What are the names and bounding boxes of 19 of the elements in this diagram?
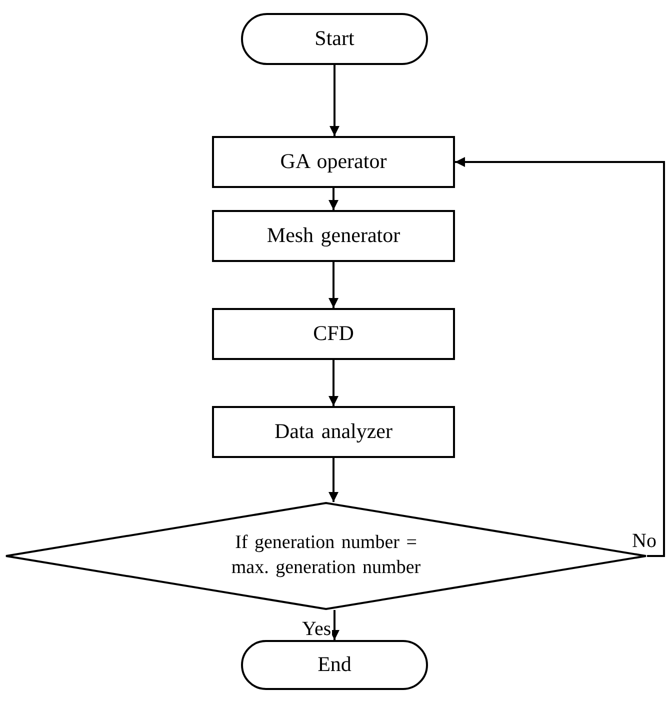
terminal-box (241, 640, 428, 690)
process-box (212, 406, 455, 458)
arrow (328, 188, 338, 210)
arrow (328, 458, 338, 502)
arrow (330, 65, 340, 136)
terminal-box (241, 13, 428, 65)
process-box (212, 210, 455, 262)
node-label: If generation number = max. generation number (230, 531, 422, 580)
node-label: Mesh generator (266, 222, 400, 250)
arrow (328, 262, 338, 308)
process-box (212, 136, 455, 188)
node-label: Start (314, 25, 354, 52)
node-label: CFD (313, 320, 354, 348)
process-box (212, 308, 455, 360)
arrow (328, 360, 338, 406)
node-label: End (318, 651, 352, 678)
node-label: Data analyzer (274, 418, 392, 446)
node-label: GA operator (280, 148, 387, 176)
arrow (455, 157, 665, 557)
